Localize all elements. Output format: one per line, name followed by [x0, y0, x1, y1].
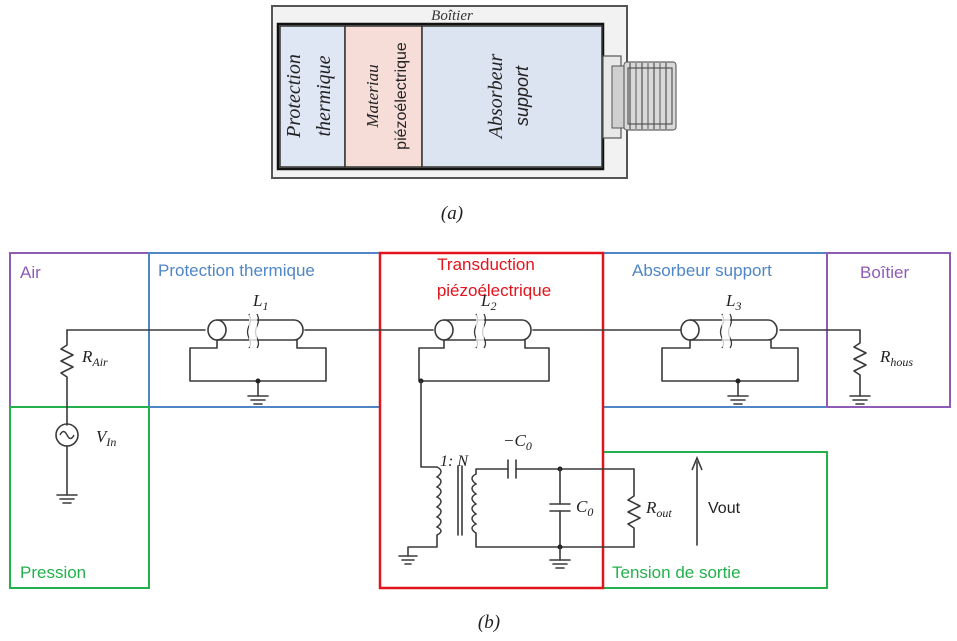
layer1-line1: Protection [283, 54, 305, 139]
layer-protection [279, 25, 346, 168]
zone-boitier-label: Boîtier [860, 263, 909, 282]
connector-icon [602, 55, 677, 139]
zone-pression-label: Pression [20, 563, 86, 582]
transmission-line-L1 [189, 313, 327, 405]
caption-b: (b) [478, 612, 500, 633]
layer-piezo [344, 25, 423, 168]
resistor-R-hous [849, 329, 871, 405]
transmission-line-L2 [418, 313, 550, 384]
label-vout: Vout [708, 500, 741, 517]
zone-transduction [378, 251, 605, 590]
transformer [398, 380, 635, 565]
layer3-line2: support [512, 65, 532, 126]
label-L2: L2 [480, 291, 496, 313]
label-R-air: RAir [81, 347, 108, 369]
label-L1: L1 [252, 291, 268, 313]
zone-air-label: Air [20, 263, 41, 282]
sensor-diagram: Boîtier Protection thermique Materiau pi… [271, 5, 677, 224]
resistor-R-air [60, 329, 74, 426]
circuit-diagram: Air Protection thermique Transduction pi… [9, 251, 951, 633]
zone-transduction-label-1: Transduction [437, 255, 535, 274]
layer1-line2: thermique [313, 55, 335, 136]
label-ratio: 1: N [440, 453, 469, 470]
layer2-line2: piézoélectrique [393, 42, 410, 150]
capacitor-neg-C0 [507, 459, 635, 479]
housing-label: Boîtier [431, 8, 473, 24]
zone-tension-label: Tension de sortie [612, 563, 741, 582]
label-V-in: VIn [96, 427, 116, 449]
label-R-hous: Rhous [879, 347, 913, 369]
zone-absorbeur-label: Absorbeur support [632, 261, 772, 280]
caption-a: (a) [441, 203, 463, 224]
layer-absorber [421, 25, 603, 168]
label-C0: C0 [576, 497, 593, 519]
label-neg-C0: −C0 [503, 431, 532, 453]
voltage-source-V-in [55, 423, 79, 504]
transmission-line-L3 [661, 313, 799, 405]
capacitor-C0 [549, 466, 571, 569]
label-R-out: Rout [645, 498, 672, 520]
zone-protection-label: Protection thermique [158, 261, 315, 280]
layer2-line1: Materiau [363, 64, 382, 128]
label-L3: L3 [725, 291, 741, 313]
zone-pression [9, 406, 150, 589]
vout-arrow-icon [691, 455, 703, 546]
layer3-line1: Absorbeur [485, 54, 507, 141]
resistor-R-out [627, 468, 641, 548]
zone-transduction-label-2: piézoélectrique [437, 281, 551, 300]
